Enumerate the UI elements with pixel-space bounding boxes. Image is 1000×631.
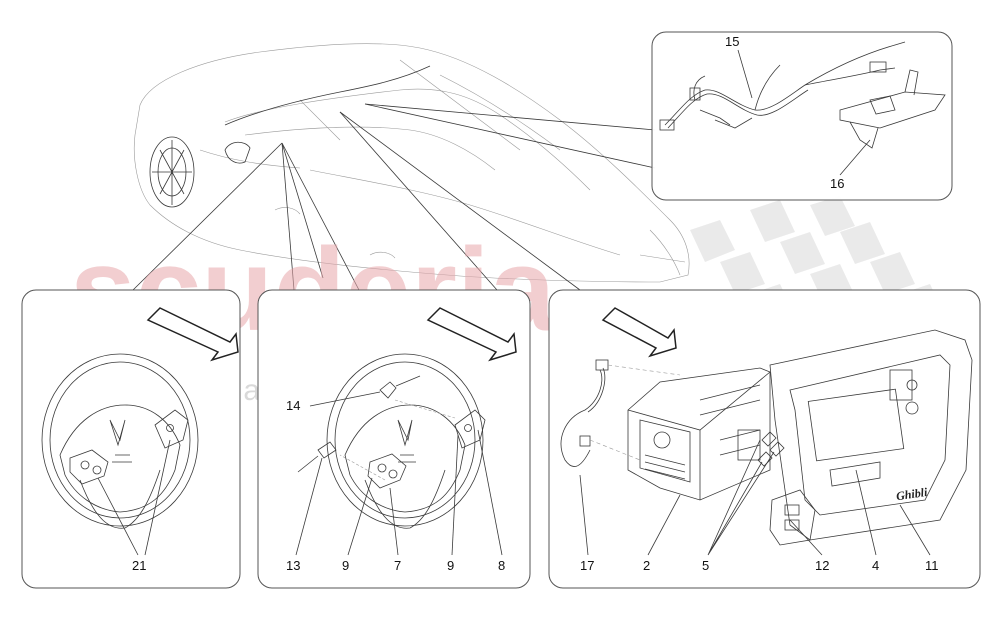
- callout-13: 13: [286, 558, 300, 573]
- callout-9b: 9: [447, 558, 454, 573]
- callout-5: 5: [702, 558, 709, 573]
- callout-12: 12: [815, 558, 829, 573]
- callout-4: 4: [872, 558, 879, 573]
- harness-panel: [651, 31, 953, 201]
- leader-13: [295, 457, 323, 556]
- direction-arrow-right: [601, 307, 677, 358]
- callout-8: 8: [498, 558, 505, 573]
- steering-wheel-left: [41, 353, 199, 529]
- direction-arrow-left: [146, 307, 239, 362]
- paddle-switch-upper: [379, 375, 421, 399]
- dash-logo: Ghibli: [895, 485, 929, 503]
- paddle-switch-lower: [297, 441, 337, 473]
- leader-8: [477, 429, 503, 556]
- leader-21: [97, 439, 171, 556]
- leader-12: [789, 519, 823, 556]
- steering-wheel-middle: [326, 353, 486, 529]
- usb-module: [769, 489, 816, 546]
- screws: [757, 431, 785, 467]
- steering-panel-left: [21, 289, 241, 589]
- wiring-harness: [659, 41, 906, 131]
- leader-11: [899, 504, 931, 556]
- leader-2: [647, 494, 681, 556]
- leader-16: [839, 139, 871, 176]
- leader-4: [855, 469, 877, 556]
- head-unit: [627, 367, 771, 501]
- callout-21: 21: [132, 558, 146, 573]
- callout-2: 2: [643, 558, 650, 573]
- callout-17: 17: [580, 558, 594, 573]
- callout-7: 7: [394, 558, 401, 573]
- callout-11: 11: [925, 558, 939, 573]
- leader-9b: [451, 434, 459, 556]
- steering-panel-middle: [257, 289, 531, 589]
- infotainment-panel: [548, 289, 981, 589]
- leader-7: [389, 487, 399, 556]
- leader-17: [579, 474, 589, 556]
- display-frame: Ghibli: [769, 329, 973, 541]
- callout-9a: 9: [342, 558, 349, 573]
- leader-9a: [347, 477, 373, 556]
- car-outline: [134, 43, 690, 283]
- leader-lines: [132, 103, 656, 291]
- leader-14: [309, 391, 381, 407]
- antenna-cable: [560, 359, 681, 467]
- leader-5: [707, 439, 775, 556]
- direction-arrow-middle: [426, 307, 517, 362]
- leader-15: [737, 49, 753, 99]
- callout-14: 14: [286, 398, 300, 413]
- bracket: [839, 69, 946, 149]
- callout-16: 16: [830, 176, 844, 191]
- callout-15: 15: [725, 34, 739, 49]
